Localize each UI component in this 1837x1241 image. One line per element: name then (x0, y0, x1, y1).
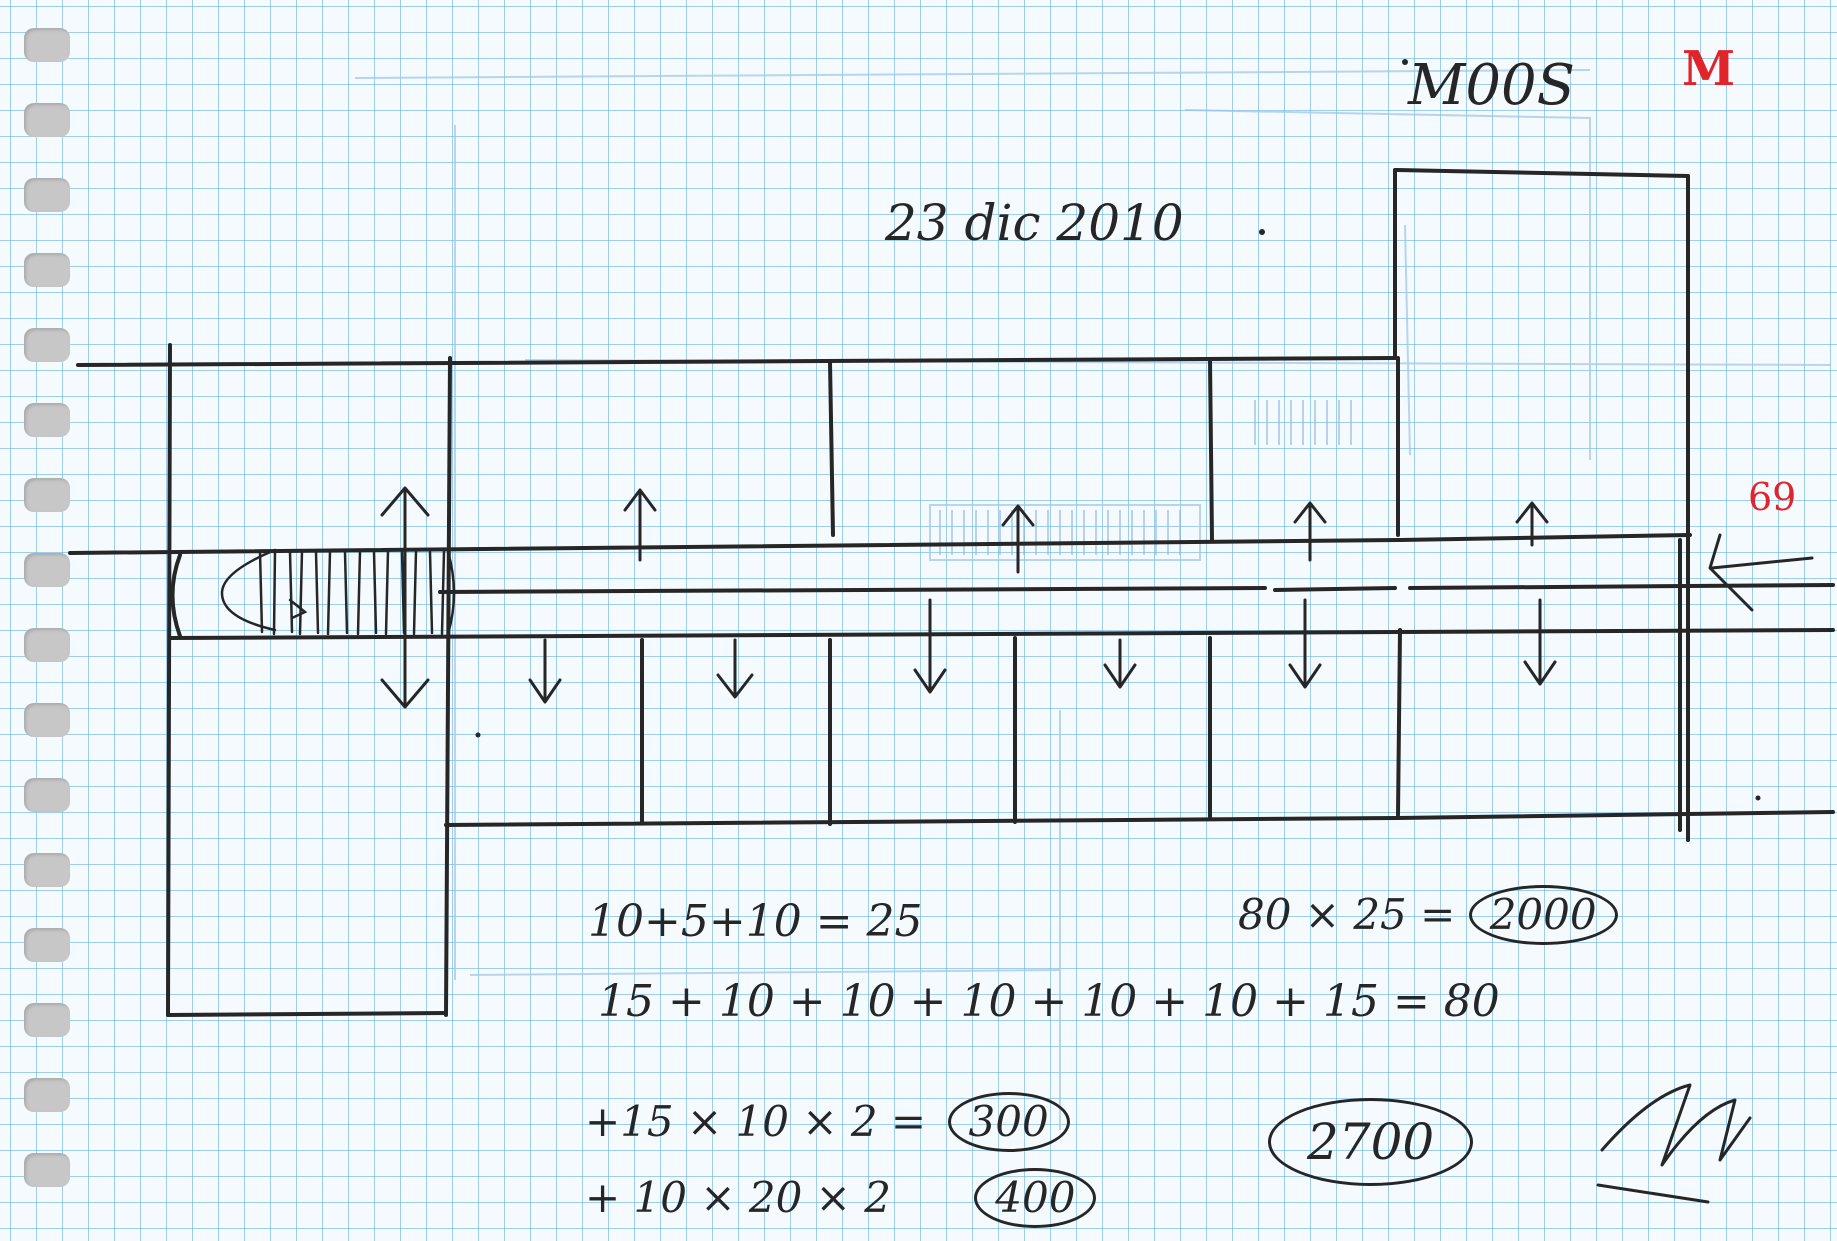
binding-hole (24, 628, 70, 662)
binding-hole (24, 853, 70, 887)
signature (1596, 1083, 1752, 1204)
binding-hole (24, 253, 70, 287)
binding-hole (24, 1153, 70, 1187)
equation-product-main-text: 80 × 25 = (1238, 890, 1456, 939)
binding-hole (24, 703, 70, 737)
binding-hole (24, 478, 70, 512)
equation-sum-short: 10+5+10 = 25 (588, 896, 923, 947)
binding-hole (24, 328, 70, 362)
binding-hole (24, 778, 70, 812)
binding-hole (24, 928, 70, 962)
equation-product-main: 80 × 25 = 2000 (1238, 885, 1618, 945)
plan-walls (68, 168, 1835, 1017)
equation-extra-two: + 10 × 20 × 2 400 (585, 1168, 1097, 1228)
equation-extra-two-result: 400 (974, 1168, 1097, 1228)
binding-hole (24, 553, 70, 587)
binding-hole (24, 103, 70, 137)
binding-hole (24, 178, 70, 212)
date-note: 23 dic 2010 (885, 194, 1184, 252)
stair-hatching (220, 548, 456, 636)
sheet-title: M00S (1408, 53, 1575, 118)
equation-extra-one-text: +15 × 10 × 2 = (585, 1097, 927, 1146)
ghost-hatch (939, 400, 1352, 555)
equation-extra-two-text: + 10 × 20 × 2 (585, 1173, 891, 1222)
circulation-arrows (380, 486, 1814, 709)
total-result-value: 2700 (1268, 1098, 1474, 1186)
equation-sum-long: 15 + 10 + 10 + 10 + 10 + 10 + 15 = 80 (598, 976, 1500, 1027)
equation-extra-one: +15 × 10 × 2 = 300 (585, 1092, 1070, 1152)
ink-dots (475, 59, 1761, 801)
total-result: 2700 (1268, 1098, 1474, 1186)
binding-hole (24, 1003, 70, 1037)
binding-hole (24, 28, 70, 62)
binding-hole (24, 403, 70, 437)
equation-extra-one-result: 300 (947, 1092, 1070, 1152)
binding-hole (24, 1078, 70, 1112)
side-label-red: 69 (1748, 475, 1797, 519)
equation-product-main-result: 2000 (1468, 885, 1618, 945)
page-letter-red: M (1682, 41, 1736, 97)
